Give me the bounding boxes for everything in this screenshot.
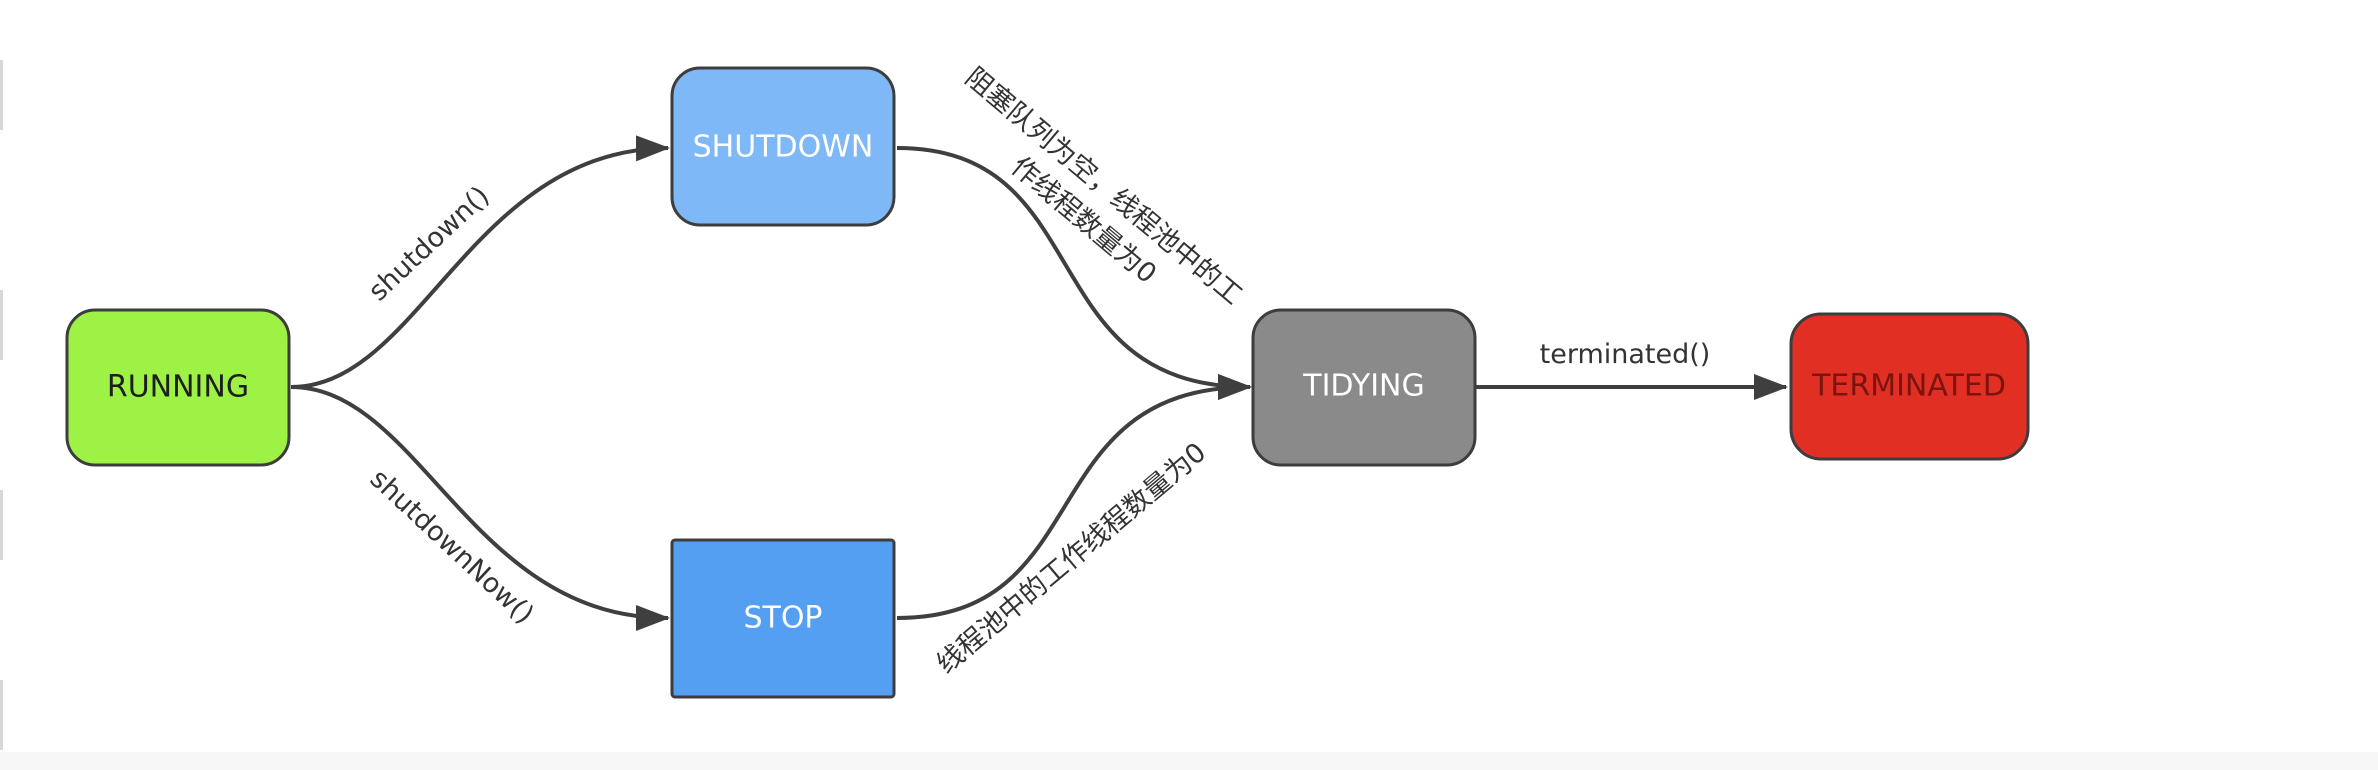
node-terminated: TERMINATED bbox=[1789, 312, 2030, 461]
edge-label-shutdown-now: shutdownNow() bbox=[364, 463, 540, 630]
edge-label-terminated: terminated() bbox=[1540, 339, 1711, 370]
edge-stop-to-tidying bbox=[896, 374, 1252, 620]
scan-artifact bbox=[0, 680, 3, 750]
edge-label-shutdown-condition-line1: 阻塞队列为空，线程池中的工 bbox=[959, 62, 1248, 311]
edge-running-to-shutdown bbox=[290, 135, 670, 389]
node-stop-label: STOP bbox=[743, 601, 822, 636]
node-stop: STOP bbox=[670, 538, 896, 699]
node-tidying-box bbox=[1251, 308, 1477, 467]
edge-label-stop-condition: 线程池中的工作线程数量为0 bbox=[931, 437, 1212, 680]
node-shutdown-label: SHUTDOWN bbox=[693, 130, 874, 165]
scan-artifact bbox=[0, 60, 3, 130]
edge-running-to-stop bbox=[290, 385, 670, 631]
node-shutdown: SHUTDOWN bbox=[670, 66, 896, 227]
node-shutdown-box bbox=[670, 66, 896, 227]
node-terminated-label: TERMINATED bbox=[1811, 369, 2006, 404]
scan-artifact bbox=[0, 490, 3, 560]
node-tidying: TIDYING bbox=[1251, 308, 1477, 467]
node-stop-box bbox=[670, 538, 896, 699]
edge-shutdown-to-tidying bbox=[896, 146, 1252, 400]
scan-artifact bbox=[0, 290, 3, 360]
node-running-label: RUNNING bbox=[107, 370, 249, 405]
node-terminated-box bbox=[1789, 312, 2030, 461]
node-running: RUNNING bbox=[65, 308, 291, 467]
bottom-band bbox=[0, 752, 2378, 770]
node-running-box bbox=[65, 308, 291, 467]
node-tidying-label: TIDYING bbox=[1302, 369, 1425, 404]
